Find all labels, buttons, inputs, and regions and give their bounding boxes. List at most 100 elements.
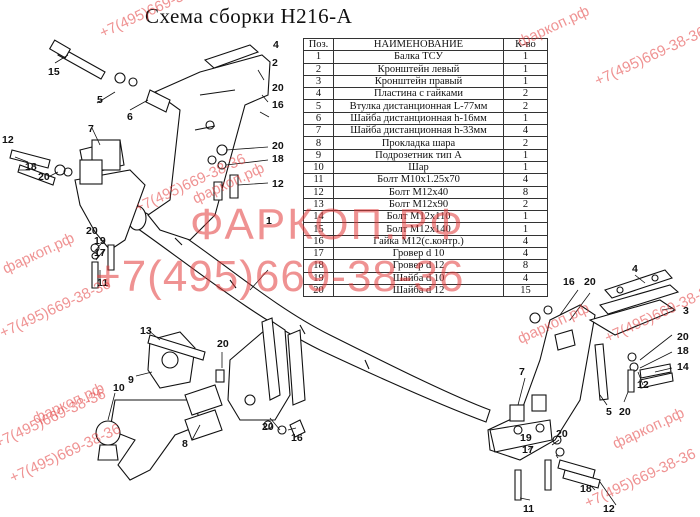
cell-name: Гайка M12(с.контр.)	[333, 234, 504, 249]
cell-name: Шайба дистанционная h-16мм	[333, 111, 504, 126]
callout-19: 19	[94, 235, 106, 247]
cell-pos: 9	[303, 148, 334, 162]
callout-20b: 20	[38, 171, 50, 183]
cell-qty: 8	[503, 259, 548, 273]
cell-pos: 13	[303, 197, 334, 212]
cell-qty: 4	[503, 173, 548, 187]
cell-pos: 1	[303, 50, 334, 64]
callout-20r3: 20	[619, 406, 631, 418]
callout-20: 20	[272, 82, 284, 94]
callout-12r2: 12	[603, 503, 615, 515]
cell-pos: 16	[303, 234, 334, 249]
callout-1: 1	[266, 215, 272, 227]
cell-qty: 2	[503, 87, 548, 101]
center-mount-plates	[227, 317, 306, 438]
callout-5r: 5	[606, 406, 612, 418]
cell-qty: 1	[503, 62, 548, 76]
cell-name: Болт M12x40	[333, 185, 504, 199]
callout-18r: 18	[677, 345, 689, 357]
callout-12b: 12	[272, 178, 284, 190]
cell-qty: 2	[503, 197, 548, 212]
cell-name: Кронштейн левый	[333, 62, 504, 76]
cell-name: Шайба дистанционная h-33мм	[333, 124, 504, 138]
callout-13: 13	[140, 325, 152, 337]
callout-17: 17	[94, 247, 106, 259]
ball-mount	[95, 331, 225, 481]
cell-pos: 8	[303, 136, 334, 150]
cell-pos: 18	[303, 259, 334, 273]
cell-pos: 7	[303, 124, 334, 138]
callout-18r2: 18	[580, 483, 592, 495]
cell-name: Болт M12x110	[333, 210, 504, 224]
cell-qty: 4	[503, 234, 548, 249]
cell-name: Втулка дистанционная L-77мм	[333, 99, 504, 113]
cell-qty: 1	[503, 50, 548, 64]
header-name: НАИМЕНОВАНИЕ	[333, 37, 504, 52]
callout-14: 14	[677, 361, 689, 373]
cell-name: Гровер d 10	[333, 247, 504, 261]
cell-qty: 1	[503, 222, 548, 236]
cell-pos: 12	[303, 185, 334, 199]
cell-qty: 15	[503, 283, 548, 298]
callout-20r: 20	[584, 276, 596, 288]
cell-name: Гровер d 12	[333, 259, 504, 273]
callout-numbers: 15 4 2 20 5 16 6 12 7 18 20 20 18 12 20 …	[2, 39, 689, 515]
cell-name: Шайба d 10	[333, 271, 504, 285]
callout-19r: 19	[520, 432, 532, 444]
callout-10: 10	[113, 382, 125, 394]
cell-name: Болт M12x140	[333, 222, 504, 236]
header-pos: Поз.	[303, 37, 334, 52]
callout-6: 6	[127, 111, 133, 123]
callout-16m: 16	[291, 432, 303, 444]
callout-20d: 20	[86, 225, 98, 237]
cell-name: Шар	[333, 160, 504, 175]
cell-name: Подрозетник тип А	[333, 148, 504, 162]
right-plate	[604, 269, 673, 299]
cell-pos: 4	[303, 87, 334, 101]
cell-qty: 2	[503, 99, 548, 113]
cell-pos: 11	[303, 173, 334, 187]
cell-qty: 4	[503, 247, 548, 261]
callout-15: 15	[48, 66, 60, 78]
callout-16: 16	[272, 99, 284, 111]
cell-qty: 1	[503, 210, 548, 224]
cell-pos: 2	[303, 62, 334, 76]
diagram-title: Схема сборки H216-A	[145, 4, 353, 28]
cell-qty: 8	[503, 185, 548, 199]
cell-pos: 5	[303, 99, 334, 113]
callout-3: 3	[683, 305, 689, 317]
callout-17r: 17	[522, 444, 534, 456]
cell-qty: 1	[503, 160, 548, 175]
cell-name: Шайба d 12	[333, 283, 504, 298]
callout-18b: 18	[272, 153, 284, 165]
callout-12: 12	[2, 134, 14, 146]
callout-20m2: 20	[262, 421, 274, 433]
callout-7r: 7	[519, 366, 525, 378]
cell-pos: 20	[303, 283, 334, 298]
cell-qty: 1	[503, 74, 548, 89]
leader-lines	[14, 54, 674, 506]
cell-pos: 10	[303, 160, 334, 175]
cell-pos: 17	[303, 247, 334, 261]
callout-9: 9	[128, 374, 134, 386]
callout-4: 4	[273, 39, 279, 51]
callout-12r: 12	[637, 379, 649, 391]
cell-pos: 14	[303, 210, 334, 224]
